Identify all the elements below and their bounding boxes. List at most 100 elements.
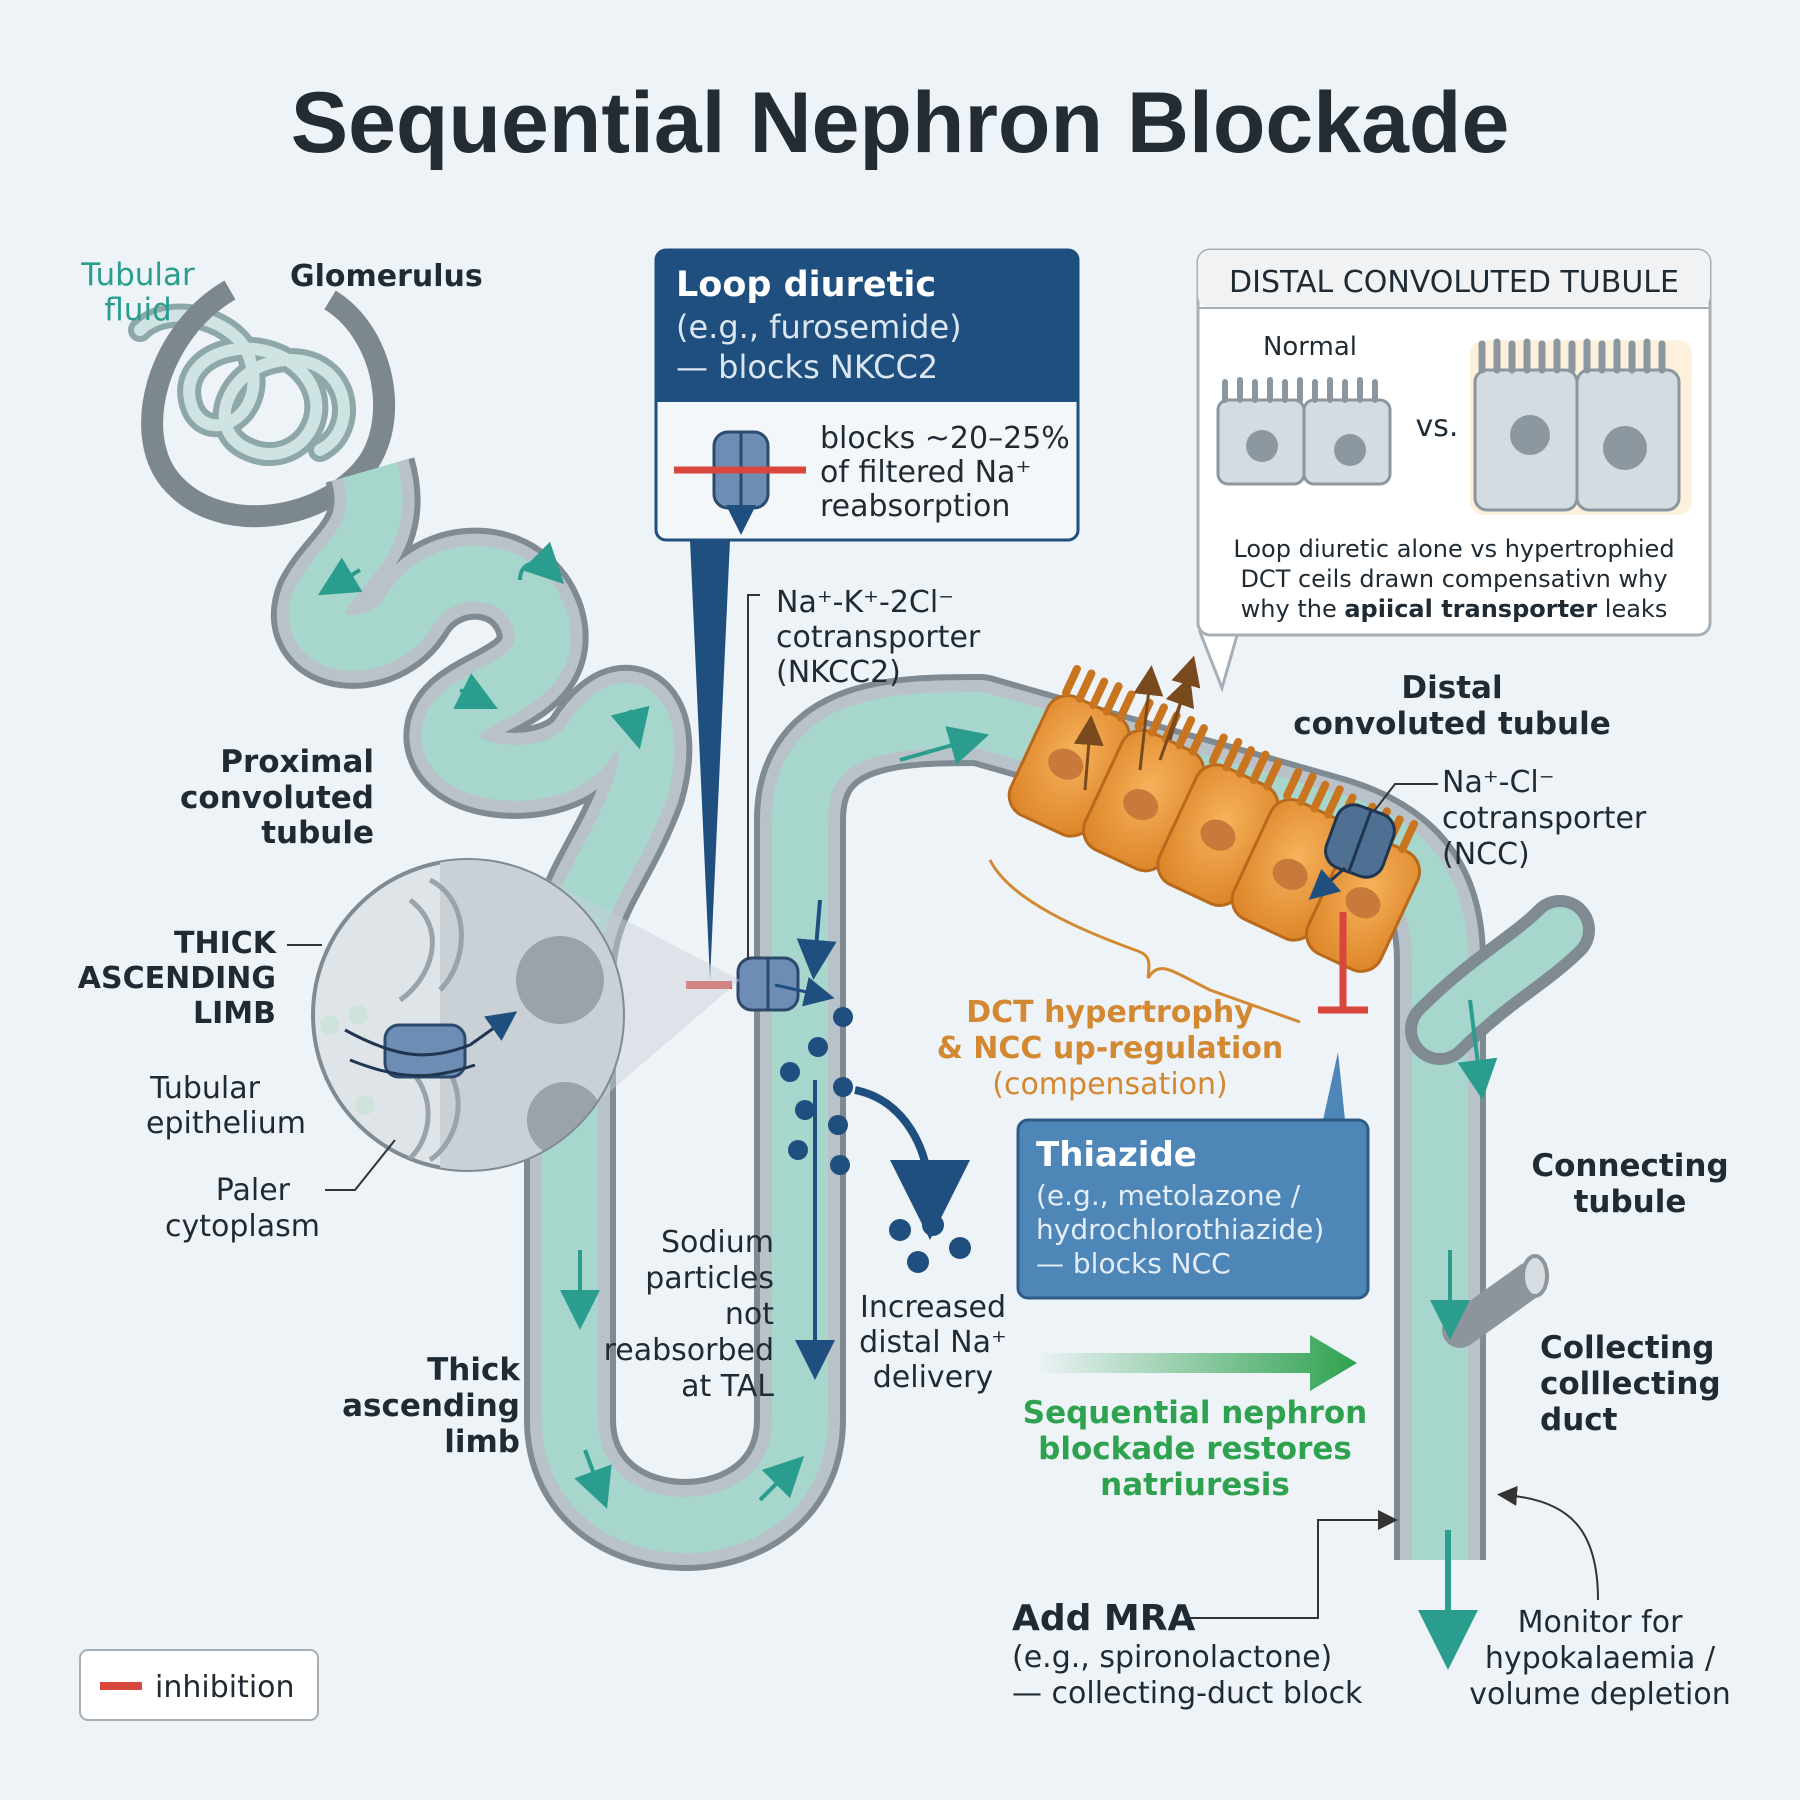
glomerulus-coil bbox=[128, 280, 396, 528]
svg-text:DCT hypertrophy: DCT hypertrophy bbox=[966, 995, 1254, 1030]
dct-inset-normal-label: Normal bbox=[1263, 332, 1357, 362]
increased-distal-delivery-label: Increased distal Na⁺ delivery bbox=[859, 1290, 1007, 1395]
ncc-label: Na⁺-Cl⁻ cotransporter (NCC) bbox=[1442, 765, 1647, 872]
nkcc2-transporter bbox=[736, 956, 835, 1012]
mra-leader bbox=[1185, 1510, 1398, 1619]
thick-ascending-limb-label: Thick ascending limb bbox=[342, 1352, 521, 1460]
svg-text:delivery: delivery bbox=[873, 1360, 993, 1395]
dct-inset: DISTAL CONVOLUTED TUBULE Normal vs. Loop… bbox=[1196, 248, 1712, 693]
monitor-label: Monitor for hypokalaemia / volume deplet… bbox=[1469, 1605, 1730, 1712]
svg-text:(NKCC2): (NKCC2) bbox=[776, 655, 901, 690]
svg-text:(e.g., spironolactone): (e.g., spironolactone) bbox=[1012, 1640, 1332, 1675]
loop-example: (e.g., furosemide) bbox=[676, 308, 962, 346]
normal-cells bbox=[1216, 377, 1392, 486]
dct-hypertrophy-cells bbox=[1007, 655, 1421, 973]
hypertrophy-brace bbox=[988, 859, 1301, 1024]
distal-convoluted-tubule-label: Distal convoluted tubule bbox=[1293, 670, 1611, 742]
connecting-tubule-label: Connecting tubule bbox=[1531, 1148, 1728, 1220]
svg-text:blockade restores: blockade restores bbox=[1038, 1431, 1352, 1467]
dct-inset-header: DISTAL CONVOLUTED TUBULE bbox=[1229, 265, 1679, 300]
thiazide-callout-pointer bbox=[1323, 1052, 1345, 1120]
mra-label: Add MRA (e.g., spironolactone) — collect… bbox=[1012, 1598, 1363, 1711]
sequential-blockade-arrow bbox=[1035, 1335, 1357, 1391]
svg-text:reabsorbed: reabsorbed bbox=[604, 1333, 774, 1368]
legend: inhibition bbox=[79, 1649, 319, 1721]
proximal-convoluted-tubule-label: Proximal convoluted tubule bbox=[180, 744, 374, 851]
svg-text:Monitor for: Monitor for bbox=[1518, 1605, 1683, 1640]
loop-blocks: — blocks NKCC2 bbox=[676, 348, 938, 386]
thiazide-example-2: hydrochlorothiazide) bbox=[1036, 1213, 1324, 1246]
loop-transporter-icon bbox=[674, 430, 806, 535]
sodium-not-reabsorbed-label: Sodium particles not reabsorbed at TAL bbox=[604, 1225, 775, 1404]
loop-title: Loop diuretic bbox=[676, 265, 936, 305]
svg-text:convoluted: convoluted bbox=[180, 780, 374, 816]
svg-text:at TAL: at TAL bbox=[681, 1369, 774, 1404]
dct-inset-vs: vs. bbox=[1416, 409, 1459, 444]
sodium-particles bbox=[780, 1007, 853, 1175]
loop-diuretic-callout: Loop diuretic (e.g., furosemide) — block… bbox=[654, 248, 1080, 542]
svg-text:particles: particles bbox=[645, 1261, 774, 1296]
svg-text:Sequential nephron: Sequential nephron bbox=[1023, 1395, 1368, 1431]
svg-text:Sodium: Sodium bbox=[661, 1225, 774, 1260]
ncc-transporter bbox=[1308, 803, 1396, 900]
svg-text:Proximal: Proximal bbox=[220, 744, 374, 780]
svg-text:Tubular: Tubular bbox=[149, 1071, 261, 1106]
thiazide-title: Thiazide bbox=[1036, 1135, 1197, 1175]
svg-text:Tubular: Tubular bbox=[80, 257, 195, 293]
svg-text:natriuresis: natriuresis bbox=[1100, 1467, 1290, 1503]
sequential-blockade-label: Sequential nephron blockade restores nat… bbox=[1023, 1395, 1368, 1503]
svg-text:cotransporter: cotransporter bbox=[1442, 801, 1647, 836]
svg-text:Na⁺-Cl⁻: Na⁺-Cl⁻ bbox=[1442, 765, 1555, 800]
svg-text:— collecting-duct block: — collecting-duct block bbox=[1012, 1676, 1363, 1711]
svg-text:volume depletion: volume depletion bbox=[1469, 1677, 1730, 1712]
monitor-leader bbox=[1497, 1485, 1599, 1601]
thick-ascending-limb-caps-label: THICK ASCENDING LIMB bbox=[78, 926, 278, 1031]
svg-text:limb: limb bbox=[444, 1424, 520, 1460]
thiazide-example-1: (e.g., metolazone / bbox=[1036, 1179, 1301, 1212]
leader-lines bbox=[287, 594, 760, 1191]
svg-text:duct: duct bbox=[1540, 1402, 1618, 1438]
svg-text:Distal: Distal bbox=[1401, 670, 1502, 706]
thiazide-blocks: — blocks NCC bbox=[1036, 1247, 1231, 1280]
loop-detail-2: of filtered Na⁺ bbox=[820, 455, 1031, 490]
svg-text:LIMB: LIMB bbox=[193, 996, 276, 1031]
loop-detail-1: blocks ~20–25% bbox=[820, 421, 1070, 456]
svg-text:Paler: Paler bbox=[216, 1173, 291, 1208]
svg-text:ascending: ascending bbox=[342, 1388, 520, 1424]
tubular-fluid-label: Tubular fluid bbox=[80, 257, 195, 328]
svg-text:THICK: THICK bbox=[174, 926, 278, 961]
dct-hypertrophy-label: DCT hypertrophy & NCC up-regulation (com… bbox=[937, 995, 1284, 1102]
dct-inset-caption-2: DCT ceils drawn compensativn why bbox=[1240, 565, 1667, 593]
svg-text:hypokalaemia /: hypokalaemia / bbox=[1485, 1641, 1716, 1676]
svg-text:Na⁺-K⁺-2Cl⁻: Na⁺-K⁺-2Cl⁻ bbox=[776, 585, 954, 620]
ncc-inhibition bbox=[1318, 912, 1368, 1014]
svg-text:cotransporter: cotransporter bbox=[776, 620, 981, 655]
thiazide-callout: Thiazide (e.g., metolazone / hydrochloro… bbox=[1016, 1118, 1370, 1300]
svg-text:Add MRA: Add MRA bbox=[1012, 1598, 1195, 1639]
dct-inset-caption-1: Loop diuretic alone vs hypertrophied bbox=[1233, 535, 1674, 563]
svg-text:colllecting: colllecting bbox=[1540, 1366, 1721, 1402]
svg-text:tubule: tubule bbox=[261, 815, 374, 851]
svg-text:cytoplasm: cytoplasm bbox=[165, 1209, 320, 1244]
page-title: Sequential Nephron Blockade bbox=[291, 75, 1510, 171]
tubular-epithelium-label: Tubular epithelium bbox=[146, 1071, 306, 1141]
svg-text:Connecting: Connecting bbox=[1531, 1148, 1728, 1184]
svg-text:fluid: fluid bbox=[104, 292, 171, 328]
glomerulus-label: Glomerulus bbox=[290, 259, 483, 294]
svg-text:epithelium: epithelium bbox=[146, 1106, 306, 1141]
svg-text:ASCENDING: ASCENDING bbox=[78, 961, 276, 996]
svg-text:tubule: tubule bbox=[1574, 1184, 1687, 1220]
svg-text:(compensation): (compensation) bbox=[992, 1067, 1227, 1102]
paler-cytoplasm-label: Paler cytoplasm bbox=[165, 1173, 320, 1244]
legend-inhibition-label: inhibition bbox=[155, 1670, 295, 1705]
svg-text:convoluted tubule: convoluted tubule bbox=[1293, 706, 1611, 742]
loop-detail-3: reabsorption bbox=[820, 489, 1010, 524]
svg-text:Collecting: Collecting bbox=[1540, 1330, 1714, 1366]
svg-text:(NCC): (NCC) bbox=[1442, 837, 1530, 872]
nkcc2-label: Na⁺-K⁺-2Cl⁻ cotransporter (NKCC2) bbox=[776, 585, 981, 690]
delivered-particles bbox=[889, 1214, 971, 1273]
distal-delivery-arrow bbox=[854, 1086, 970, 1240]
collecting-duct-label: Collecting colllecting duct bbox=[1540, 1330, 1721, 1438]
svg-text:& NCC up-regulation: & NCC up-regulation bbox=[937, 1031, 1284, 1066]
